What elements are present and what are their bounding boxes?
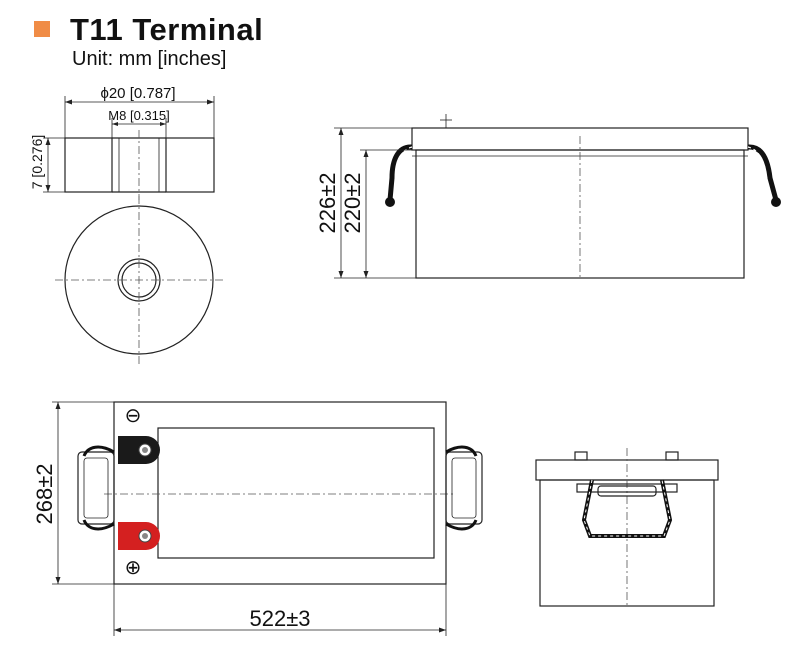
- page-title: T11 Terminal: [70, 12, 264, 47]
- terminal-section-left: [64, 137, 113, 193]
- case-height-label: 220±2: [340, 172, 365, 233]
- positive-symbol-icon: ⊕: [125, 557, 142, 579]
- positive-terminal: [118, 522, 160, 550]
- terminal-thread-label: M8 [0.315]: [108, 108, 169, 123]
- title-bullet-icon: [34, 21, 50, 37]
- terminal-height-label: 7 [0.276]: [29, 135, 45, 190]
- battery-side-view: 226±2 220±2: [315, 114, 781, 279]
- unit-label: Unit: mm [inches]: [72, 48, 227, 70]
- total-height-label: 226±2: [315, 172, 340, 233]
- terminal-top-view: [55, 196, 223, 364]
- negative-symbol-icon: ⊖: [125, 405, 142, 427]
- terminal-diameter-label: ϕ20 [0.787]: [100, 85, 175, 102]
- terminal-section-right: [165, 137, 215, 193]
- length-label: 522±3: [249, 606, 310, 631]
- battery-end-view: [535, 448, 719, 607]
- negative-terminal: [118, 436, 160, 464]
- terminal-section-view: ϕ20 [0.787] M8 [0.315] 7 [0.276]: [29, 85, 215, 200]
- battery-top-view: ⊖ ⊕ 268±2 522±3: [32, 401, 483, 636]
- width-label: 268±2: [32, 463, 57, 524]
